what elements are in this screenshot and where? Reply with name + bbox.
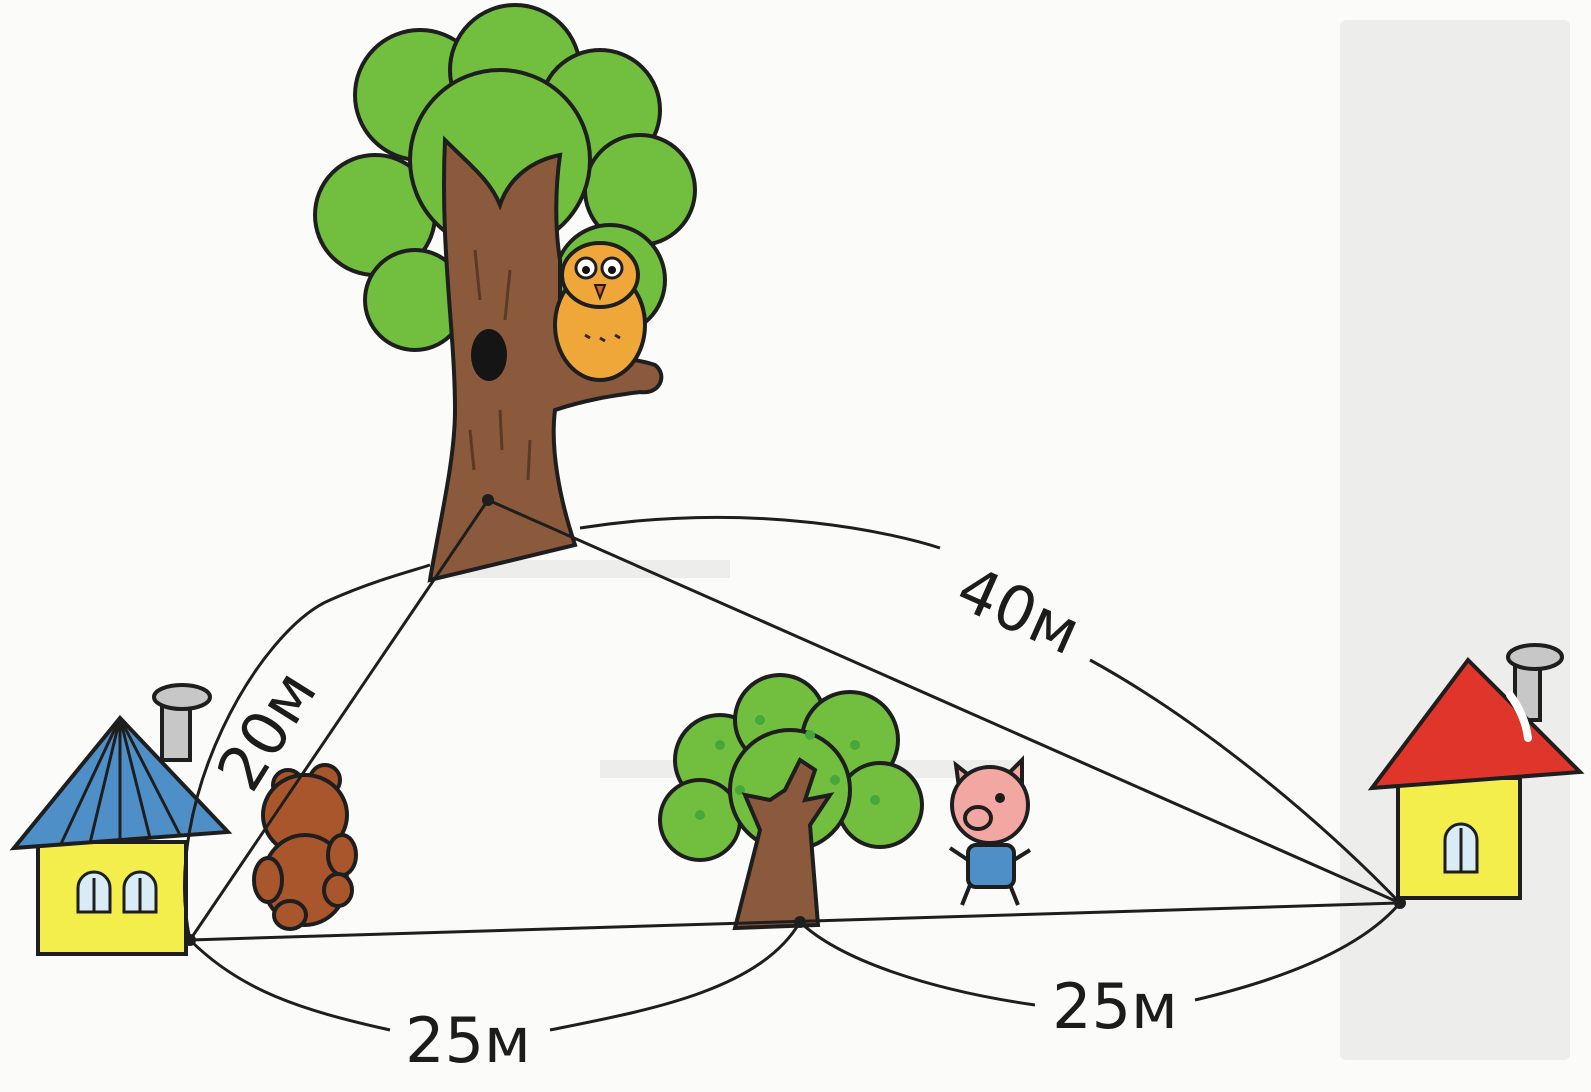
red-roof-house [1367,643,1585,900]
arc-25m-left [188,921,802,1032]
arc-40m [579,515,1402,905]
arc-25m-right [798,902,1402,1007]
trunk-texture [468,249,532,481]
points [184,494,1406,946]
house-wall [36,840,188,956]
owl-icon [553,241,647,382]
small-tree [658,673,924,931]
label-40m: 40м [946,551,1090,669]
arc-20m [183,563,431,941]
label-25m-left: 25м [405,1004,531,1077]
point-big-tree [482,494,494,506]
house-window [1443,822,1479,874]
point-red-house [1394,897,1406,909]
small-tree-trunk [732,757,835,931]
distance-arcs [183,515,1402,1032]
point-small-tree [794,916,806,928]
point-blue-house [184,934,196,946]
tree-hollow [471,329,507,381]
label-25m-right: 25м [1052,970,1178,1043]
house-window [76,870,158,914]
pig-icon [948,755,1032,906]
blue-roof-house [9,683,233,956]
big-tree-trunk [427,135,664,583]
path-big-tree-to-red-house [487,498,1401,905]
path-house-to-big-tree [188,499,490,941]
bear-icon [252,763,358,931]
